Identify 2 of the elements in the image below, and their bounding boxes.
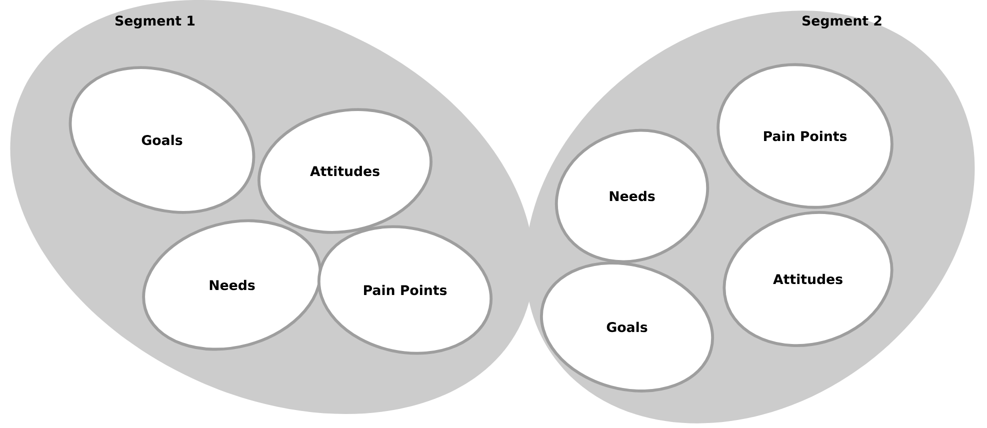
oval: Goals [540,262,714,392]
oval: Pain Points [716,63,894,209]
